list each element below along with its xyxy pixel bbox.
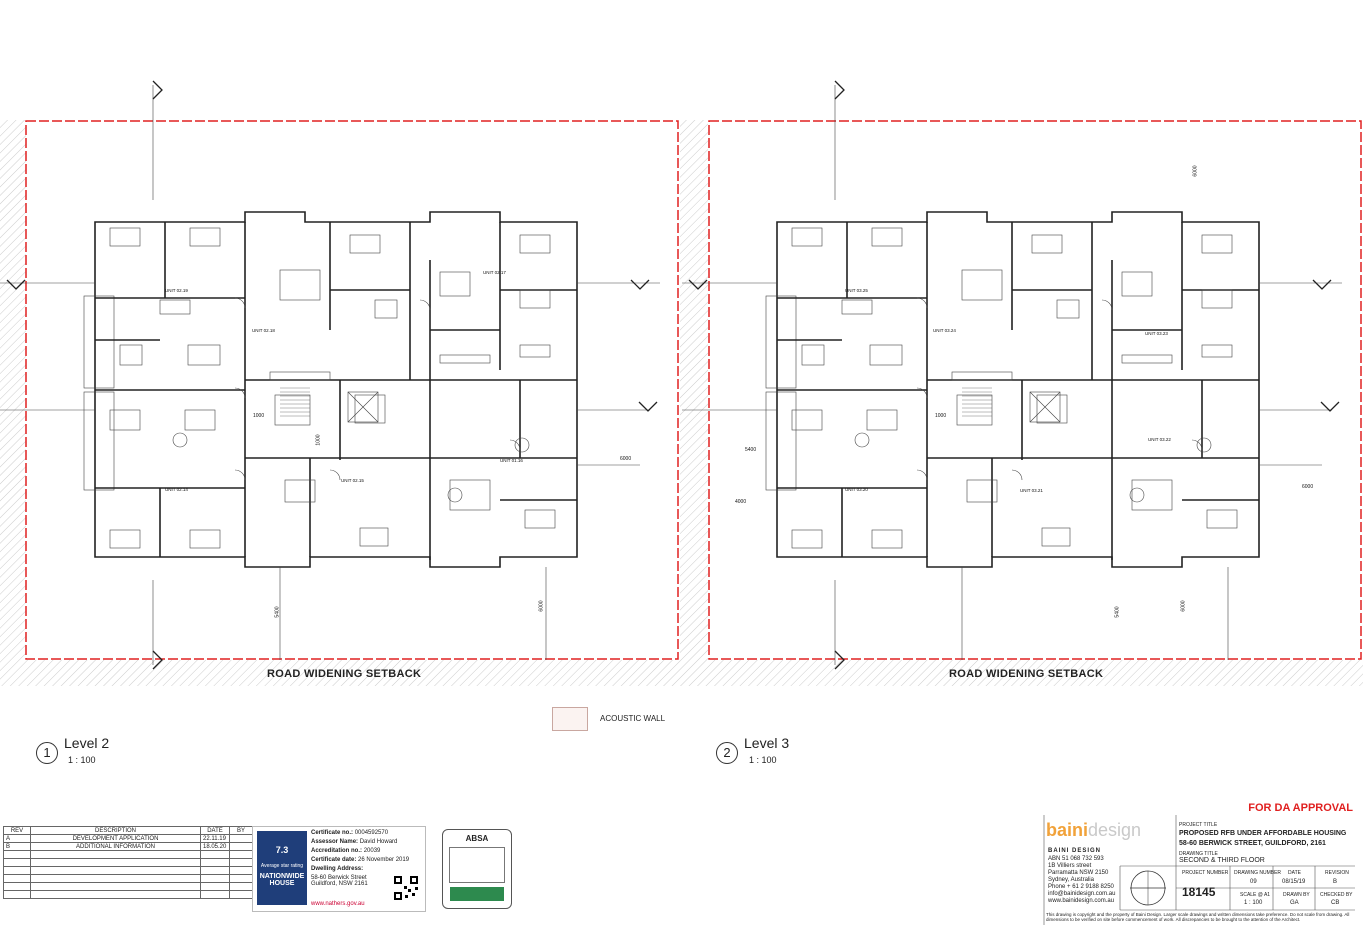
dimension: 1000: [253, 413, 265, 419]
qr-code-icon: [393, 875, 419, 901]
unit-label: UNIT 03.24: [933, 328, 956, 333]
checked-by: CB: [1331, 900, 1340, 906]
plan-2-number: 2: [716, 742, 738, 764]
firm-logo: bainidesign: [1046, 820, 1142, 840]
acoustic-wall-swatch: [552, 707, 588, 731]
plan-1-scale: 1 : 100: [68, 755, 96, 765]
level-2-plan: [0, 80, 660, 670]
disclaimer: This drawing is copyright and the proper…: [1046, 912, 1350, 922]
star-rating: 7.3: [275, 845, 289, 855]
revision: B: [1333, 879, 1338, 885]
unit-label: UNIT 01.16: [500, 458, 523, 463]
site-boundary-1: [25, 120, 679, 660]
plan-2-title: Level 3: [744, 735, 790, 751]
unit-label: UNIT 03.22: [1148, 437, 1171, 442]
unit-label: UNIT 03.21: [1020, 488, 1043, 493]
nathers-badge: 7.3 Average star rating NATIONWIDE HOUSE: [257, 831, 307, 905]
absa-logo: ABSA: [465, 834, 489, 843]
drawing-number: 09: [1250, 879, 1257, 885]
plan-1-number: 1: [36, 742, 58, 764]
unit-label: UNIT 03.25: [845, 288, 868, 293]
unit-label: UNIT 02.18: [252, 328, 275, 333]
plan-2-scale: 1 : 100: [749, 755, 777, 765]
revision-table: REV DESCRIPTION DATE BY A DEVELOPMENT AP…: [3, 826, 253, 899]
firm-name: BAINI DESIGN: [1048, 848, 1102, 854]
unit-label: UNIT 02.19: [165, 288, 188, 293]
drawing-date: 08/15/19: [1282, 879, 1306, 885]
rating-caption: Average star rating: [260, 863, 304, 869]
dimension: 5400: [745, 447, 757, 453]
dimension: 4000: [735, 499, 747, 505]
project-title: PROPOSED RFB UNDER AFFORDABLE HOUSING: [1179, 830, 1347, 837]
site-boundary-2: [708, 120, 1362, 660]
unit-label: UNIT 03.20: [845, 487, 868, 492]
nathers-certificate: 7.3 Average star rating NATIONWIDE HOUSE…: [252, 826, 426, 912]
unit-label: UNIT 02.17: [483, 270, 506, 275]
dimension: 6000: [1302, 484, 1314, 490]
drawn-by: GA: [1290, 900, 1299, 906]
unit-label: UNIT 02.14: [165, 487, 188, 492]
acoustic-wall-label: ACOUSTIC WALL: [600, 714, 666, 723]
dimension: 1000: [935, 413, 947, 419]
road-setback-label-1: ROAD WIDENING SETBACK: [267, 668, 422, 680]
project-number: 18145: [1182, 885, 1216, 899]
drawing-title: SECOND & THIRD FLOOR: [1179, 857, 1265, 864]
unit-label: UNIT 03.23: [1145, 331, 1168, 336]
road-setback-label-2: ROAD WIDENING SETBACK: [949, 668, 1104, 680]
dimension: 6000: [620, 456, 632, 462]
nathers-url: www.nathers.gov.au: [311, 901, 365, 907]
approval-status: FOR DA APPROVAL: [1248, 802, 1353, 814]
nathers-brand: NATIONWIDE HOUSE: [259, 873, 305, 887]
drawing-scale: 1 : 100: [1244, 900, 1263, 906]
level-3-plan: [682, 80, 1342, 670]
plan-1-title: Level 2: [64, 735, 110, 751]
unit-label: UNIT 02.15: [341, 478, 364, 483]
absa-stamp: ABSA: [442, 829, 512, 909]
project-address: 58-60 BERWICK STREET, GUILDFORD, 2161: [1179, 840, 1326, 847]
